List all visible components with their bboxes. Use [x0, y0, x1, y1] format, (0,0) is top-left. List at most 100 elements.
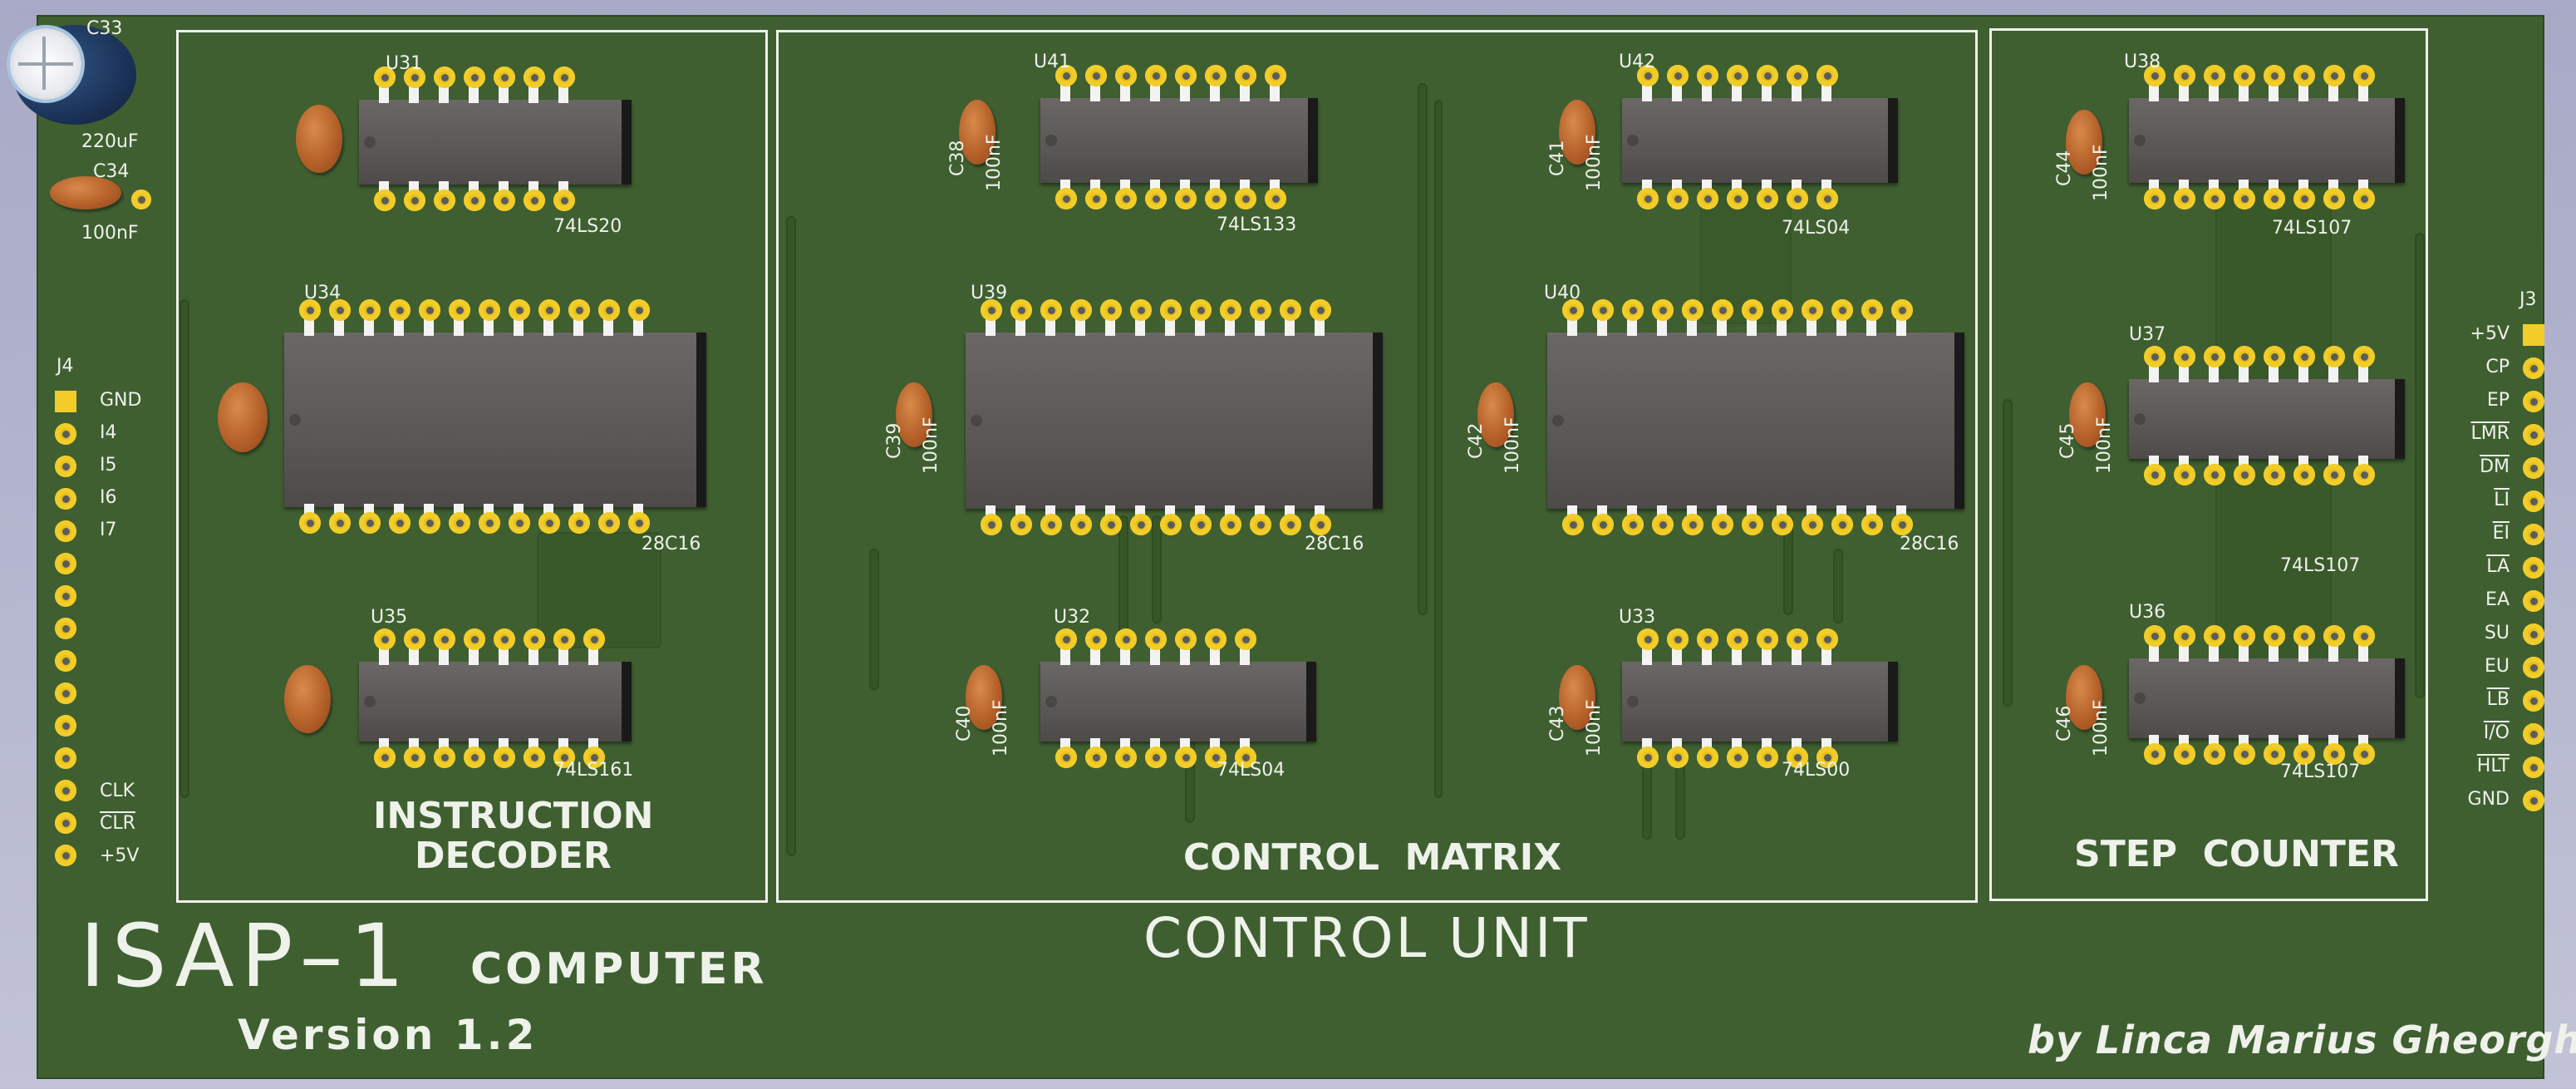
solder-pad	[1592, 299, 1614, 321]
solder-pad	[1145, 188, 1167, 209]
pin1-notch	[364, 136, 376, 148]
solder-pad	[2353, 65, 2375, 86]
connector-pad	[55, 488, 76, 510]
solder-pad	[1757, 65, 1778, 86]
connector-pad	[55, 618, 76, 639]
pin-label: +5V	[100, 845, 140, 866]
solder-pad	[1667, 628, 1689, 650]
connector-pad	[2523, 557, 2544, 579]
chip-ref: U41	[1034, 52, 1071, 72]
solder-pad	[464, 628, 485, 650]
solder-pad	[464, 747, 485, 768]
connector-pad	[2523, 357, 2544, 379]
solder-pad	[464, 67, 485, 88]
solder-pad	[553, 67, 575, 88]
pin1-notch	[364, 696, 376, 707]
pin-label: CP	[2485, 357, 2510, 377]
solder-pad	[1235, 628, 1256, 650]
connector-ref: J4	[57, 356, 74, 377]
ceramic-capacitor	[959, 100, 995, 165]
solder-pad	[1562, 299, 1584, 321]
solder-pad	[1175, 628, 1197, 650]
cap-ref: C46	[2054, 705, 2075, 742]
ic-pins	[379, 85, 588, 103]
solder-pad	[1040, 299, 1062, 321]
solder-pad	[329, 299, 351, 321]
solder-pad	[2353, 464, 2375, 485]
solder-pad	[1637, 65, 1659, 86]
connector-pad	[2523, 524, 2544, 545]
chip-ref: U39	[971, 283, 1008, 303]
chip-part-number: 74LS00	[1782, 760, 1851, 781]
trace	[786, 216, 796, 856]
connector-pad	[2523, 590, 2544, 612]
ceramic-capacitor	[896, 382, 932, 447]
solder-pad	[2323, 188, 2345, 209]
solder-pad	[1205, 628, 1227, 650]
pin1-notch	[971, 415, 982, 426]
cap-value: 100nF	[81, 223, 139, 244]
pin1-notch	[1045, 696, 1057, 707]
solder-pad	[2264, 625, 2285, 647]
ceramic-capacitor	[2066, 110, 2102, 175]
solder-pad	[2234, 625, 2255, 647]
solder-pad	[1697, 628, 1718, 650]
solder-pad	[1667, 188, 1689, 209]
solder-pad	[583, 747, 605, 768]
solder-pad	[1682, 299, 1703, 321]
solder-pad	[1712, 514, 1733, 535]
chip-ref: U37	[2129, 324, 2166, 345]
solder-pad	[628, 299, 650, 321]
trace	[2415, 233, 2425, 698]
solder-pad	[2144, 743, 2166, 765]
solder-pad	[1190, 514, 1212, 535]
solder-pad	[1652, 514, 1674, 535]
pad	[131, 190, 151, 209]
solder-pad	[981, 299, 1002, 321]
solder-pad	[2174, 625, 2195, 647]
solder-pad	[1697, 188, 1718, 209]
pad-square	[2523, 324, 2544, 346]
solder-pad	[2174, 65, 2195, 86]
solder-pad	[1070, 514, 1092, 535]
connector-pad	[55, 423, 76, 445]
solder-pad	[524, 67, 545, 88]
chip-ref: U32	[1054, 607, 1091, 628]
solder-pad	[2144, 65, 2166, 86]
ic-pins	[1642, 647, 1851, 665]
solder-pad	[374, 628, 396, 650]
pin-label: I5	[100, 455, 117, 476]
step-counter-title: STEP COUNTER	[2074, 833, 2399, 875]
board-title: ISAP–1	[80, 905, 411, 1007]
solder-pad	[1757, 747, 1778, 768]
connector-pad	[2523, 391, 2544, 412]
chip-ref: U36	[2129, 602, 2166, 623]
solder-pad	[434, 67, 455, 88]
solder-pad	[568, 512, 590, 534]
solder-pad	[1310, 299, 1331, 321]
ic-chip	[1040, 662, 1316, 742]
solder-pad	[1757, 188, 1778, 209]
chip-ref: U38	[2124, 52, 2161, 72]
solder-pad	[2144, 346, 2166, 367]
solder-pad	[1115, 188, 1137, 209]
ceramic-capacitor	[50, 176, 121, 209]
solder-pad	[359, 512, 381, 534]
pin1-notch	[1552, 415, 1564, 426]
solder-pad	[374, 747, 396, 768]
solder-pad	[1667, 65, 1689, 86]
solder-pad	[1891, 299, 1913, 321]
ceramic-capacitor	[966, 665, 1002, 730]
solder-pad	[434, 628, 455, 650]
ic-pins	[2149, 364, 2388, 382]
pin-label: I7	[100, 520, 117, 540]
solder-pad	[1622, 299, 1644, 321]
connector-pad	[2523, 490, 2544, 512]
pin-label: EA	[2485, 589, 2510, 610]
solder-pad	[2204, 65, 2225, 86]
control-matrix-outline	[776, 30, 1978, 903]
chip-part-number: 28C16	[642, 534, 701, 554]
pin-label: I4	[100, 422, 117, 443]
solder-pad	[2353, 625, 2375, 647]
solder-pad	[1085, 747, 1107, 768]
